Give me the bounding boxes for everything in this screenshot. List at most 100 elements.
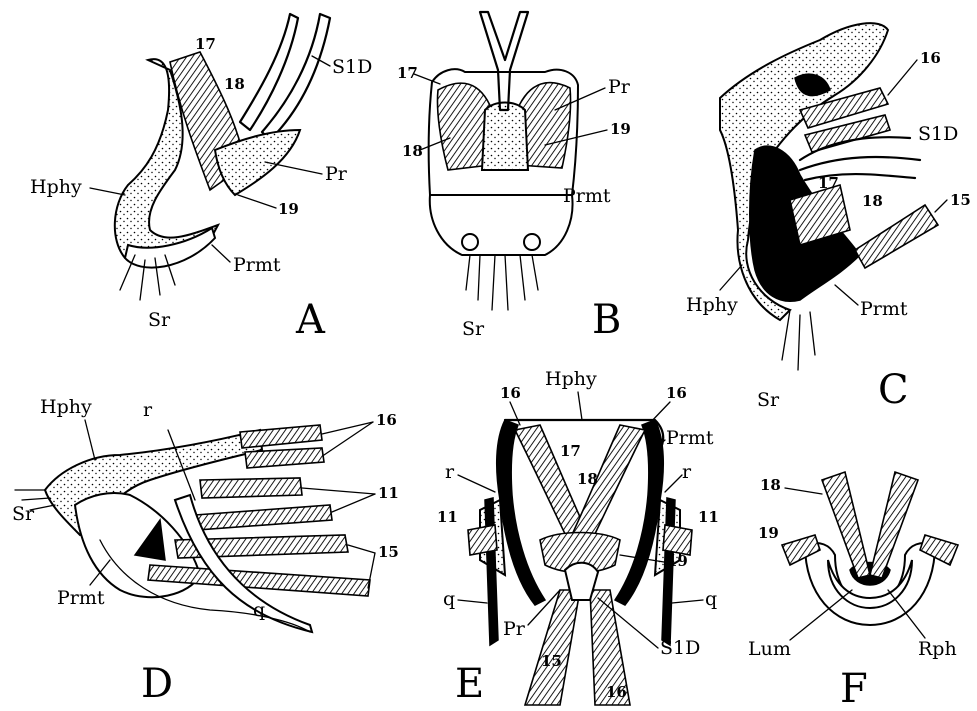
label-f-19: 19 [758, 524, 779, 542]
label-b-17: 17 [397, 64, 418, 82]
label-b-19: 19 [610, 120, 631, 138]
panel-a-salivary-duct-2 [262, 14, 330, 140]
panel-d-muscle-16b [245, 448, 324, 468]
label-e-17: 17 [560, 442, 581, 460]
label-b-18: 18 [402, 142, 423, 160]
label-d-q: q [253, 599, 265, 621]
label-e-11b: 11 [698, 508, 719, 526]
label-c-16: 16 [920, 49, 941, 67]
label-a-pr: Pr [325, 163, 348, 185]
panel-f: 18 19 Lum Rph F [748, 472, 958, 711]
panel-d-muscle-16 [240, 425, 322, 448]
panel-b-lower-plate [430, 195, 573, 255]
panel-letter-e: E [455, 661, 484, 707]
label-e-prmt: Prmt [666, 427, 714, 449]
label-e-16b: 16 [666, 384, 687, 402]
label-e-19: 19 [667, 552, 688, 570]
panel-c-rods [782, 310, 815, 370]
label-b-pr: Pr [608, 76, 631, 98]
panel-d: Hphy r 16 11 15 Sr Prmt q D [12, 396, 399, 707]
label-d-hphy: Hphy [40, 396, 92, 418]
label-a-19: 19 [278, 200, 299, 218]
leader-a-hphy [90, 188, 125, 195]
label-a-hphy: Hphy [30, 176, 82, 198]
panel-b-palp-right [524, 234, 540, 250]
label-a-sr: Sr [148, 309, 171, 331]
label-c-15: 15 [950, 191, 971, 209]
leader-c-16 [888, 60, 917, 95]
label-d-prmt: Prmt [57, 587, 105, 609]
label-b-prmt: Prmt [563, 185, 611, 207]
label-f-lum: Lum [748, 638, 791, 660]
label-f-rph: Rph [918, 638, 957, 660]
label-e-11a: 11 [437, 508, 458, 526]
label-e-16c: 16 [606, 683, 627, 701]
panel-b-palp-left [462, 234, 478, 250]
label-c-s1d: S1D [918, 123, 958, 145]
leader-a-prmt [212, 245, 230, 262]
label-a-s1d: S1D [332, 56, 372, 78]
leader-d-15b [368, 553, 375, 588]
label-e-q1: q [443, 588, 455, 610]
label-e-18: 18 [577, 470, 598, 488]
panel-e-muscle-11-right [663, 525, 692, 555]
leader-e-16b [648, 402, 670, 425]
panel-e: Hphy 16 16 Prmt 17 18 r r 11 11 19 q q P… [437, 368, 719, 707]
leader-e-hphy [578, 392, 582, 420]
panel-d-muscle-11 [200, 478, 302, 498]
label-c-18: 18 [862, 192, 883, 210]
leader-d-16 [322, 422, 373, 434]
panel-letter-d: D [141, 661, 173, 707]
leader-d-11b [332, 494, 375, 512]
panel-e-muscle-11-left [468, 525, 497, 555]
label-e-q2: q [705, 588, 717, 610]
panel-a-salivary-duct [240, 14, 298, 130]
leader-d-hphy [85, 420, 95, 460]
label-f-18: 18 [760, 476, 781, 494]
label-e-r1: r [445, 461, 455, 483]
panel-letter-b: B [592, 297, 621, 343]
label-d-16: 16 [376, 411, 397, 429]
leader-d-15 [348, 545, 375, 553]
panel-letter-c: C [878, 367, 909, 413]
label-e-pr: Pr [503, 618, 526, 640]
label-c-hphy: Hphy [686, 294, 738, 316]
label-a-prmt: Prmt [233, 254, 281, 276]
label-a-18: 18 [224, 75, 245, 93]
label-c-sr: Sr [757, 389, 780, 411]
panel-d-muscle-11b [195, 505, 332, 530]
leader-e-q1 [458, 600, 487, 603]
panel-b-rods [466, 255, 538, 310]
label-e-hphy: Hphy [545, 368, 597, 390]
leader-c-15 [935, 200, 947, 212]
leader-c-hphy [720, 265, 742, 290]
panel-c-muscle-15 [855, 205, 938, 268]
panel-b-pharynx [482, 103, 528, 171]
label-d-15: 15 [378, 543, 399, 561]
leader-f-18 [785, 488, 822, 494]
leader-e-r1 [458, 475, 495, 492]
label-d-r: r [143, 399, 153, 421]
panel-b: 17 Pr 19 18 Prmt Sr B [397, 12, 631, 343]
label-e-16a: 16 [500, 384, 521, 402]
panel-e-muscle-15-16 [525, 590, 580, 705]
leader-a-19 [238, 195, 276, 208]
leader-e-r2 [665, 475, 682, 492]
label-e-s1d: S1D [660, 637, 700, 659]
panel-letter-f: F [840, 666, 868, 711]
label-d-sr: Sr [12, 503, 35, 525]
panel-letter-a: A [295, 297, 326, 343]
label-e-r2: r [682, 461, 692, 483]
leader-a-s1d [312, 56, 330, 66]
leader-d-16b [324, 422, 373, 455]
leader-d-11 [302, 488, 375, 494]
leader-e-q2 [672, 600, 703, 603]
panel-c: 16 S1D 17 18 15 Hphy Prmt Sr C [686, 23, 971, 413]
label-d-11: 11 [378, 484, 399, 502]
leader-e-16a [510, 402, 520, 425]
label-b-sr: Sr [462, 318, 485, 340]
label-a-17: 17 [195, 35, 216, 53]
label-e-15: 15 [541, 652, 562, 670]
leader-c-prmt [835, 285, 858, 305]
